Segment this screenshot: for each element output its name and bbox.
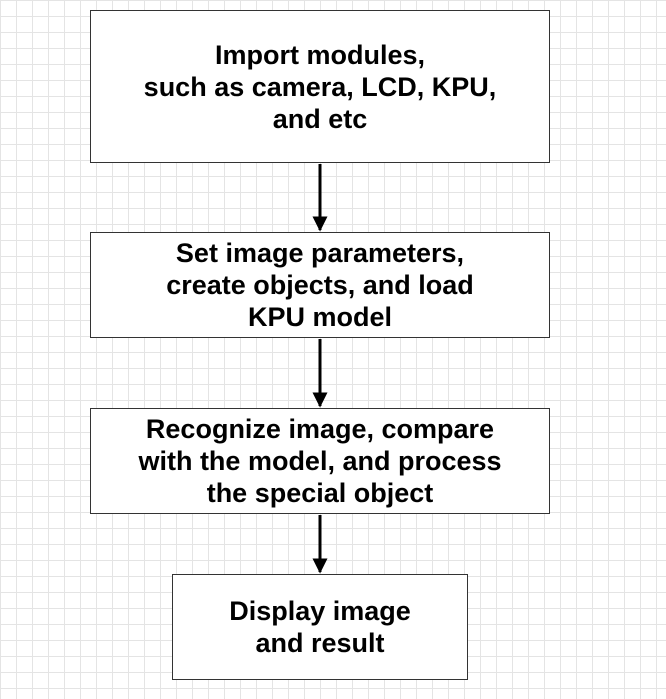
step-line: and etc [272,103,368,134]
step-text: Display image and result [229,595,411,659]
step-text: Recognize image, compare with the model,… [138,413,501,509]
step-line: such as camera, LCD, KPU, [143,71,497,102]
step-text: Import modules, such as camera, LCD, KPU… [144,39,497,135]
step-line: the special object [206,478,434,508]
step-line: and result [255,628,385,658]
step-line: Display image [229,596,411,626]
step-text: Set image parameters, create objects, an… [166,237,474,333]
step-line: Set image parameters, [175,238,465,268]
step-import-modules: Import modules, such as camera, LCD, KPU… [90,10,550,163]
step-line: Recognize image, compare [145,414,495,444]
step-line: Import modules, [214,39,425,70]
step-recognize-image: Recognize image, compare with the model,… [90,408,550,514]
step-set-parameters: Set image parameters, create objects, an… [90,232,550,338]
step-line: KPU model [247,302,392,332]
step-display-result: Display image and result [172,574,468,680]
step-line: create objects, and load [166,270,474,300]
step-line: with the model, and process [138,446,502,476]
